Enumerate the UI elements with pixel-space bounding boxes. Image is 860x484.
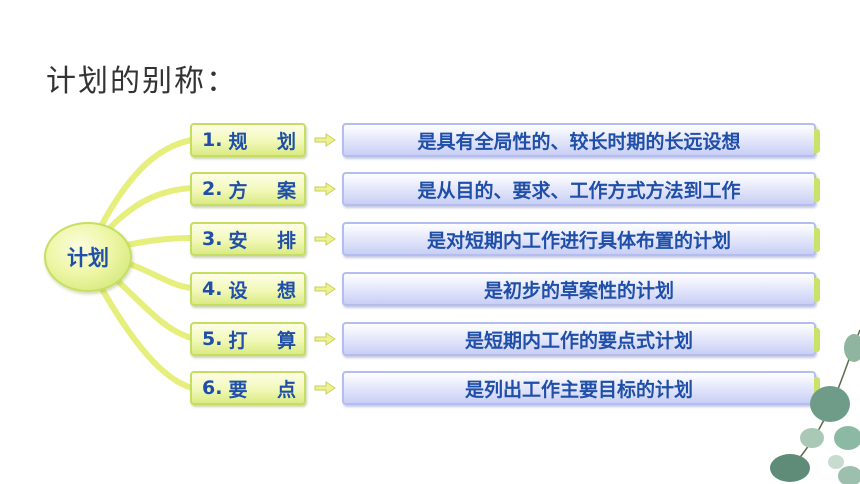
description-text: 是从目的、要求、工作方式方法到工作: [417, 179, 741, 202]
term-char: 方: [228, 179, 248, 202]
connector-6: [95, 279, 195, 391]
term-box-3: 3. 安 排: [190, 222, 306, 256]
term-box-5: 5. 打 算: [190, 322, 306, 356]
connector-3: [119, 235, 195, 249]
term-number: 5.: [202, 328, 223, 350]
term-char: 排: [276, 229, 296, 252]
description-text: 是初步的草案性的计划: [483, 279, 674, 302]
term-box-4: 4. 设 想: [190, 272, 306, 306]
right-arrow-icon: [314, 282, 336, 296]
term-char: 规: [228, 130, 248, 153]
term-number: 6.: [202, 377, 223, 399]
right-arrow-icon: [314, 182, 336, 196]
description-text: 是具有全局性的、较长时期的长远设想: [417, 130, 741, 153]
term-char: 要: [228, 378, 248, 401]
term-char: 想: [276, 279, 296, 302]
right-arrow-icon: [314, 133, 336, 147]
right-arrow-icon: [314, 332, 336, 346]
term-number: 2.: [202, 178, 223, 200]
description-box-1: 是具有全局性的、较长时期的长远设想: [342, 123, 820, 157]
description-box-6: 是列出工作主要目标的计划: [342, 371, 820, 405]
term-number: 4.: [202, 278, 223, 300]
term-char: 设: [228, 279, 248, 302]
page-title: 计划的别称：: [46, 64, 238, 99]
term-number: 3.: [202, 228, 223, 250]
connector-4: [121, 259, 195, 291]
description-text: 是列出工作主要目标的计划: [464, 378, 693, 401]
eucalyptus-leaves-decoration: [770, 329, 860, 484]
center-label: 计划: [67, 246, 109, 270]
term-box-1: 1. 规 划: [190, 123, 306, 157]
term-char: 安: [228, 229, 248, 252]
term-box-2: 2. 方 案: [190, 172, 306, 206]
description-box-4: 是初步的草案性的计划: [342, 272, 820, 306]
description-box-5: 是短期内工作的要点式计划: [342, 322, 820, 356]
connector-5: [109, 273, 195, 341]
term-box-6: 6. 要 点: [190, 371, 306, 405]
term-char: 案: [276, 179, 296, 202]
description-box-3: 是对短期内工作进行具体布置的计划: [342, 222, 820, 256]
description-text: 是短期内工作的要点式计划: [464, 329, 693, 352]
term-char: 划: [276, 130, 296, 153]
description-box-2: 是从目的、要求、工作方式方法到工作: [342, 172, 820, 206]
right-arrow-icon: [314, 232, 336, 246]
term-char: 点: [276, 378, 296, 401]
connector-2: [101, 185, 195, 237]
connector-1: [95, 137, 195, 235]
term-char: 算: [276, 329, 296, 352]
right-arrow-icon: [314, 381, 336, 395]
description-text: 是对短期内工作进行具体布置的计划: [426, 229, 731, 252]
term-char: 打: [228, 329, 248, 352]
term-number: 1.: [202, 129, 223, 151]
center-node: 计划: [44, 222, 132, 292]
